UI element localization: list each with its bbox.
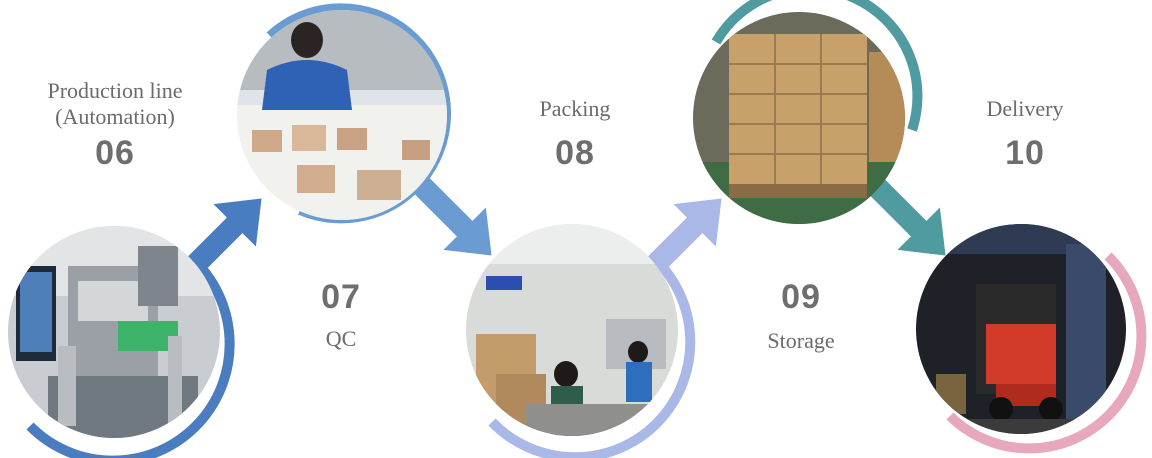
- arrow-08-09: [640, 198, 722, 280]
- warehouse-pallet-photo: [693, 12, 905, 224]
- step-07-number: 07: [321, 278, 361, 316]
- step-10-number: 10: [1005, 134, 1045, 172]
- ring-10: [946, 252, 1147, 454]
- step-06-label-line2: (Automation): [55, 104, 175, 129]
- step-06-number: 06: [95, 134, 135, 172]
- arrow-06-07: [180, 198, 262, 280]
- step-10-label: Delivery: [986, 96, 1064, 121]
- step-09-label: Storage: [767, 328, 835, 353]
- step-08-label: Packing: [539, 96, 611, 121]
- forklift-container-photo: [916, 224, 1126, 434]
- ring-09: [711, 0, 923, 132]
- packing-room-photo: [466, 224, 678, 436]
- automation-machine-photo: [8, 226, 220, 438]
- ring-06: [26, 258, 235, 458]
- ring-08: [488, 258, 696, 458]
- step-09-number: 09: [781, 278, 821, 316]
- step-06-label-line1: Production line: [47, 78, 183, 103]
- step-07-label: QC: [325, 326, 357, 351]
- step-06-label: Production line (Automation): [20, 78, 210, 130]
- qc-workers-photo: [237, 10, 447, 220]
- arrow-07-08: [410, 174, 492, 256]
- step-08-number: 08: [555, 134, 595, 172]
- arrow-09-10: [864, 174, 946, 256]
